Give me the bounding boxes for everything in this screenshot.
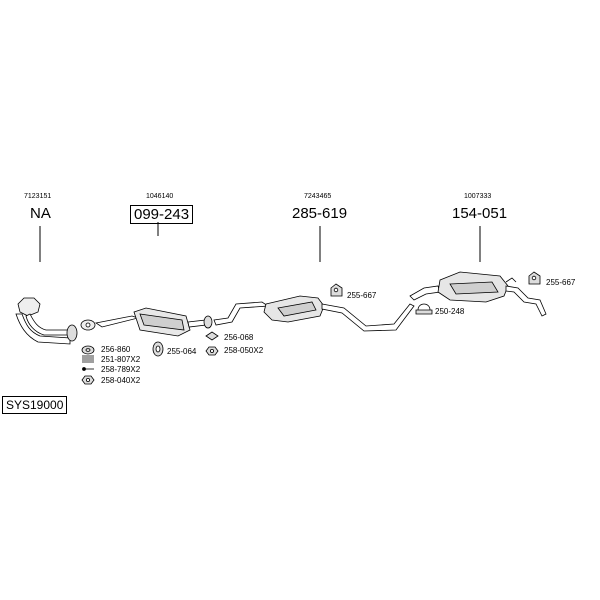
flange-front [80, 319, 96, 331]
gasket-icon [205, 331, 219, 341]
part-code-099-243[interactable]: 099-243 [130, 205, 194, 224]
middle-silencer [213, 295, 415, 332]
part-code-na[interactable]: NA [30, 205, 51, 222]
system-code-label: SYS19000 [2, 396, 68, 414]
oe-number: 7243465 [304, 193, 332, 200]
oe-number: 1007333 [464, 193, 492, 200]
part-label-256-068[interactable]: 256-068 [224, 333, 254, 342]
part-label-255-667-rear[interactable]: 255-667 [546, 278, 576, 287]
oe-number: 1046140 [146, 193, 174, 200]
part-label-255-667-mid[interactable]: 255-667 [347, 291, 377, 300]
part-label-258-040[interactable]: 258-040X2 [101, 376, 141, 385]
part-code-285-619[interactable]: 285-619 [292, 205, 348, 222]
part-label-258-050[interactable]: 258-050X2 [224, 346, 264, 355]
part-label-256-860[interactable]: 256-860 [101, 345, 131, 354]
front-pipe [15, 297, 78, 345]
part-label-251-807[interactable]: 251-807X2 [101, 355, 141, 364]
oe-number: 7123151 [24, 193, 52, 200]
part-label-255-064[interactable]: 255-064 [167, 347, 197, 356]
hardware-icons [81, 271, 541, 385]
part-code-154-051[interactable]: 154-051 [452, 205, 508, 222]
spring-icon [82, 355, 94, 363]
catalytic-converter [94, 307, 213, 337]
part-label-258-789[interactable]: 258-789X2 [101, 365, 141, 374]
clamp-icon [417, 303, 431, 311]
rear-silencer [409, 271, 547, 317]
part-label-250-248[interactable]: 250-248 [435, 307, 465, 316]
